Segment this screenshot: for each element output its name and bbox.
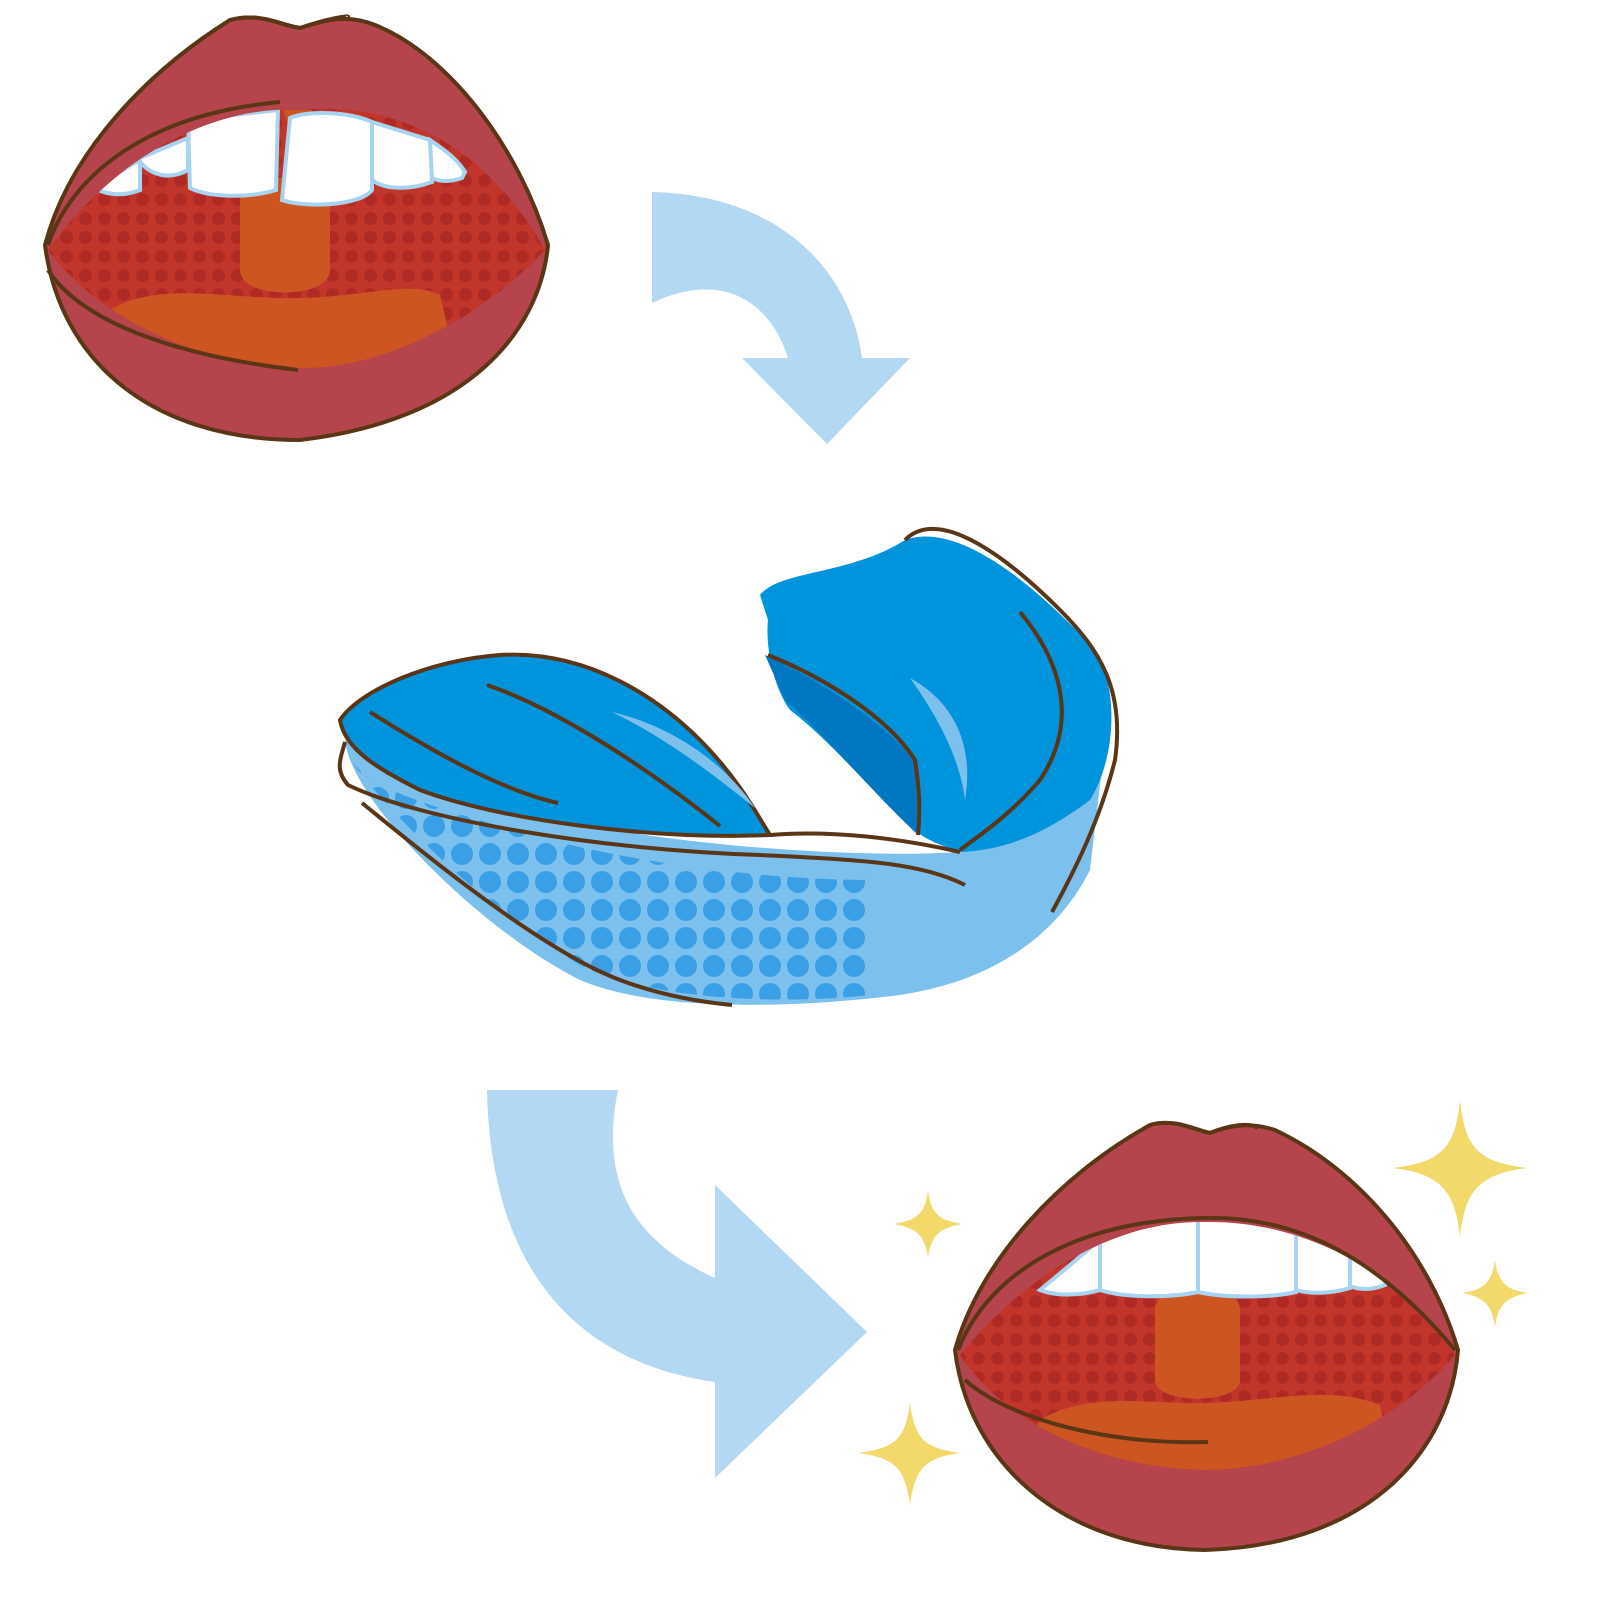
arrow-step-1-to-2 — [652, 192, 910, 444]
sparkle-icon — [894, 1190, 962, 1258]
crooked-teeth-mouth — [42, 14, 551, 443]
crooked-teeth — [91, 108, 468, 207]
mouthguard-aligner — [337, 527, 1120, 1007]
straight-teeth-mouth — [952, 1120, 1461, 1553]
straight-teeth — [1036, 1221, 1387, 1299]
mouthguard-dot-texture — [350, 760, 870, 1000]
sparkle-icon — [1393, 1100, 1527, 1237]
curved-arrow-down-right-icon — [652, 192, 910, 444]
sparkle-icon — [858, 1403, 960, 1505]
arrow-step-2-to-3 — [487, 1090, 867, 1478]
curved-arrow-down-right-icon — [487, 1090, 867, 1478]
sparkle-icon — [1462, 1260, 1528, 1327]
sparkles — [858, 1100, 1528, 1505]
